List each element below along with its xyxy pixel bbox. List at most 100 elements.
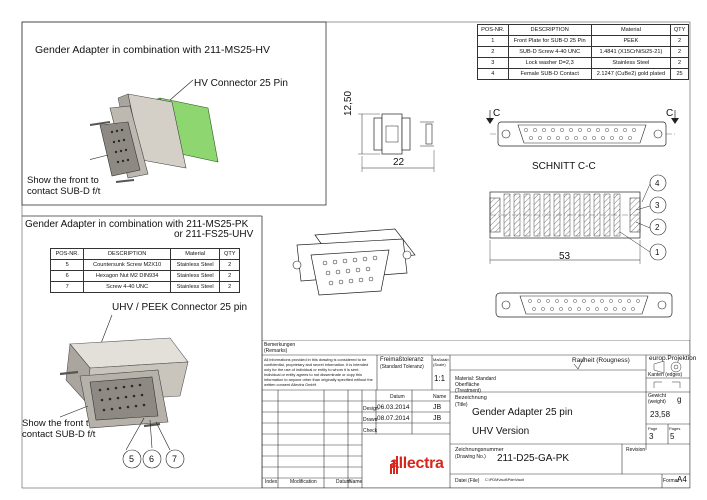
bom-cell: 6 <box>49 270 85 282</box>
drawing-no-label-1: Zeichnungsnummer <box>455 447 504 453</box>
date-header: Datum <box>390 394 405 400</box>
scale-label-2: (Scale) <box>433 362 446 367</box>
bom-main-header: Material <box>590 24 672 36</box>
section-view <box>489 183 651 264</box>
bom-cell: Lock washer D=2,3 <box>507 57 592 69</box>
bom-cell: Front Plate for SUB-D 25 Pin <box>507 35 592 47</box>
bom-cell: 1.4841 (X15CrNiSi25-21) <box>590 46 672 58</box>
bom-cell: Female SUB-D Contact <box>507 68 592 80</box>
format-value: A4 <box>677 475 687 484</box>
bom-cell: Stainless Steel <box>169 259 221 271</box>
rev-header-index: Index <box>265 479 278 485</box>
hv-adapter-illustration <box>90 79 219 183</box>
bom-cell: 2 <box>477 46 509 58</box>
file-value: C:\PDMVault\PdmVault <box>485 478 524 482</box>
design-label: Design <box>363 406 379 412</box>
scale-value: 1:1 <box>434 374 446 383</box>
dim-width-section: 53 <box>559 251 571 262</box>
dim-width-side: 22 <box>393 157 405 168</box>
balloon-5: 5 <box>129 454 135 464</box>
title-block-grid <box>262 340 690 488</box>
table-row: 7 Screw 4-40 UNC Stainless Steel 2 <box>49 281 240 293</box>
uhv-front-callout-1: Show the front to <box>22 418 94 429</box>
rev-header-date: Datum <box>336 479 351 485</box>
bom-cell: 25 <box>670 68 689 80</box>
bom-main-header: DESCRIPTION <box>507 24 592 36</box>
projection-label: europ.Projektion <box>649 355 697 362</box>
hv-front-callout-1: Show the front to <box>27 175 99 186</box>
section-marker-left: C <box>493 108 501 119</box>
rev-header-modification: Modification <box>290 479 317 485</box>
bom-cell: SUB-D Screw 4-40 UNC <box>507 46 592 58</box>
uhv-adapter-illustration <box>60 314 189 469</box>
page-label: Page <box>648 426 658 431</box>
bom-cell: Screw 4-40 UNC <box>83 281 171 293</box>
rev-header-name: Name <box>349 479 363 485</box>
designation-line-2: UHV Version <box>472 426 530 437</box>
bom-secondary-header: QTY <box>219 248 240 260</box>
dim-height: 12,50 <box>343 90 354 116</box>
weight-label-2: (weight) <box>648 399 666 405</box>
treatment-label-2: (Treatment) <box>455 388 481 394</box>
balloon-7: 7 <box>172 454 178 464</box>
bom-cell: Stainless Steel <box>590 57 672 69</box>
surface-label: Rauheit (Rougness) <box>572 357 630 364</box>
bom-cell: 4 <box>477 68 509 80</box>
name-header: Name <box>433 394 447 400</box>
balloon-3: 3 <box>655 201 660 210</box>
drawn-label: Drawn <box>363 417 378 423</box>
bom-main-header: POS-NR. <box>477 24 509 36</box>
bom-cell: Countersunk Screw M2X10 <box>83 259 171 271</box>
bom-cell: Hexagon Nut M2 DIN934 <box>83 270 171 282</box>
bom-secondary-header: DESCRIPTION <box>83 248 171 260</box>
hv-view-title: Gender Adapter in combination with 211-M… <box>35 44 271 56</box>
page-value: 3 <box>649 432 654 441</box>
uhv-front-callout-2: contact SUB-D f/t <box>22 429 96 440</box>
weight-value: 23,58 <box>650 410 671 419</box>
pages-label: Pages <box>669 426 681 431</box>
hv-connector-callout: HV Connector 25 Pin <box>194 78 288 89</box>
bom-secondary-table: POS-NR. DESCRIPTION Material QTY 5 Count… <box>49 248 240 293</box>
table-row: 1 Front Plate for SUB-D 25 Pin PEEK 2 <box>477 35 689 47</box>
bom-cell: 2.1247 (CuBe2) gold plated <box>590 68 672 80</box>
check-label: Check <box>363 428 378 434</box>
format-label: Format <box>663 478 679 484</box>
hv-front-callout-2: contact SUB-D f/t <box>27 186 101 197</box>
section-marker-right: C <box>666 108 674 119</box>
bom-main-header: QTY <box>670 24 689 36</box>
table-row: 4 Female SUB-D Contact 2.1247 (CuBe2) go… <box>477 68 689 80</box>
design-date: 06.03.2014 <box>377 404 410 411</box>
remarks-text: All informations provided in this drawin… <box>264 357 373 387</box>
bom-cell: Stainless Steel <box>169 281 221 293</box>
treatment-label-1: Oberfläche <box>455 382 480 388</box>
bom-cell: 2 <box>219 281 240 293</box>
bottom-view <box>495 292 673 318</box>
bom-cell: 1 <box>477 35 509 47</box>
tolerance-label-2: (Standard Toleranz) <box>380 364 424 370</box>
bom-cell: PEEK <box>590 35 672 47</box>
remarks-label-2: (Remarks) <box>264 348 288 354</box>
bom-cell: 2 <box>219 259 240 271</box>
bom-cell: Stainless Steel <box>169 270 221 282</box>
bom-cell: 2 <box>670 35 689 47</box>
bom-secondary-header: POS-NR. <box>49 248 85 260</box>
bom-main-table: POS-NR. DESCRIPTION Material QTY 1 Front… <box>477 24 689 80</box>
uhv-view-title-2: or 211-FS25-UHV <box>174 229 254 240</box>
scale-label-1: Maßstab <box>433 357 449 362</box>
bom-cell: 2 <box>219 270 240 282</box>
revision-label: Revision <box>626 447 646 453</box>
file-label: Datei (File) <box>455 478 480 484</box>
weight-unit: g <box>677 395 682 404</box>
design-name: JB <box>433 404 442 411</box>
section-balloons <box>649 174 667 261</box>
balloon-6: 6 <box>149 454 155 464</box>
company-logo: allectra <box>390 455 444 472</box>
drawn-name: JB <box>433 415 442 422</box>
table-row: 5 Countersunk Screw M2X10 Stainless Stee… <box>49 259 240 271</box>
tolerance-label-1: Freimaßtoleranz <box>380 357 424 363</box>
bom-cell: 2 <box>670 46 689 58</box>
designation-label-2: (Title) <box>455 402 468 408</box>
designation-line-1: Gender Adapter 25 pin <box>472 407 573 418</box>
table-row: 3 Lock washer D=2,3 Stainless Steel 2 <box>477 57 689 69</box>
